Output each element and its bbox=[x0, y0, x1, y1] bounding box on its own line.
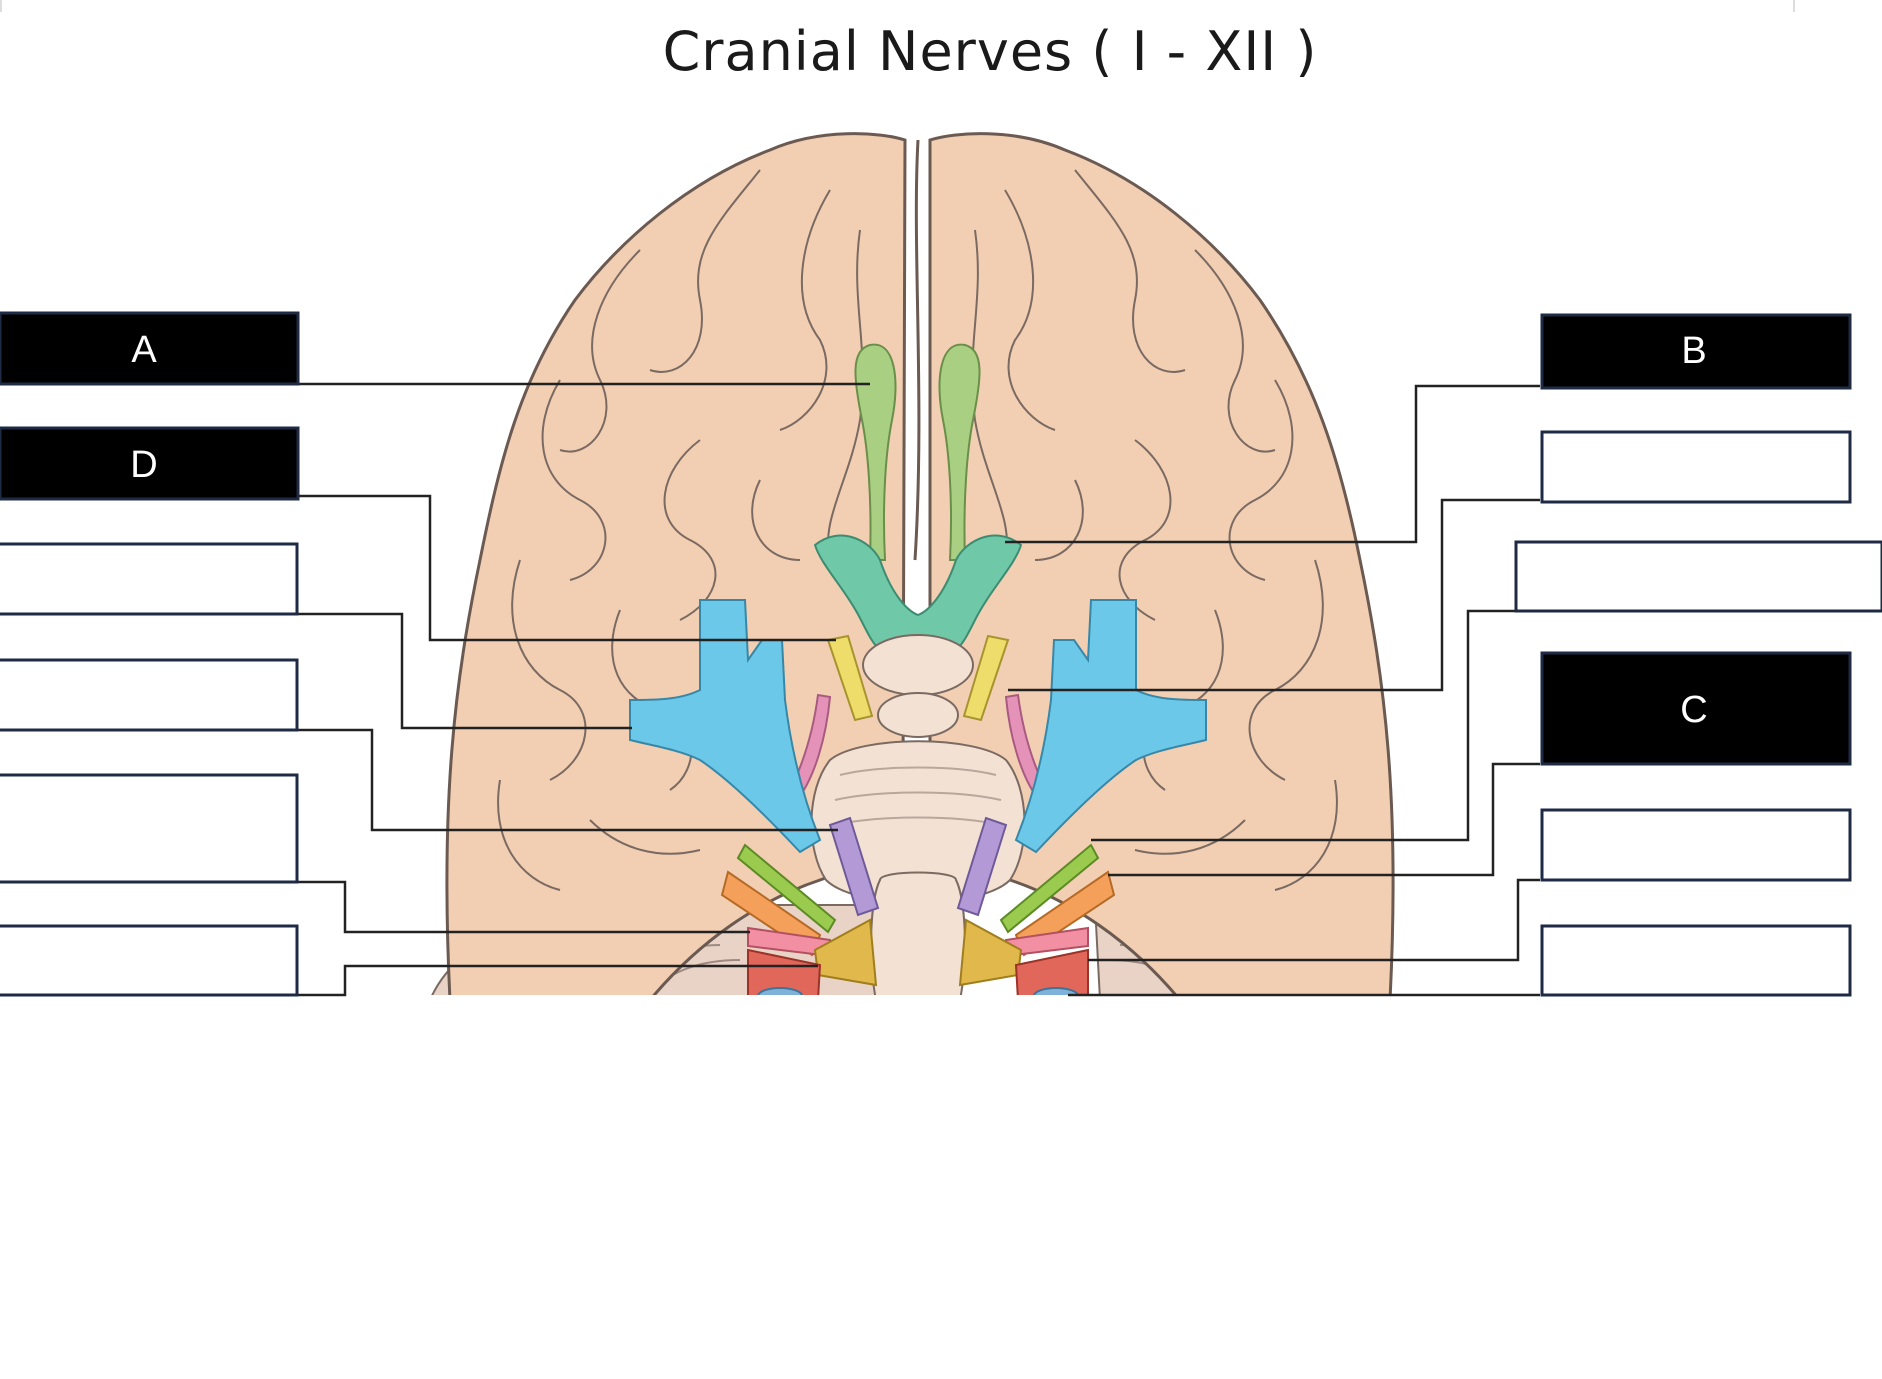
olfactory-nerve-right bbox=[938, 343, 981, 561]
leader-line-d bbox=[297, 494, 836, 642]
label-b-text: B bbox=[1681, 330, 1706, 372]
label-box-b[interactable] bbox=[1540, 313, 1852, 390]
oculomotor-nerve-left bbox=[826, 634, 874, 722]
label-box-blank[interactable] bbox=[0, 924, 299, 997]
medulla bbox=[870, 871, 966, 995]
label-box-blank[interactable] bbox=[0, 773, 299, 884]
leader-line-b bbox=[1005, 384, 1540, 544]
trigeminal-nerve-left bbox=[629, 599, 822, 854]
brain-illustration bbox=[431, 132, 1395, 995]
leader-line-right-2 bbox=[1008, 498, 1540, 692]
pituitary-stalk bbox=[862, 634, 974, 696]
hypoglossal-nerve-right bbox=[1033, 987, 1079, 995]
optic-chiasm bbox=[813, 534, 1023, 662]
olfactory-nerve-left bbox=[854, 343, 897, 561]
abducens-nerve-right bbox=[956, 816, 1008, 917]
leader-line-right-5 bbox=[1088, 878, 1540, 962]
label-c-text: C bbox=[1680, 689, 1707, 731]
label-box-blank[interactable] bbox=[1540, 430, 1852, 504]
label-box-d[interactable] bbox=[0, 426, 300, 501]
label-box-c[interactable] bbox=[1540, 651, 1852, 766]
accessory-nerve-right bbox=[1014, 948, 1089, 995]
leader-line-c bbox=[1108, 762, 1540, 877]
facial-nerve-right bbox=[999, 843, 1100, 934]
abducens-nerve-left bbox=[828, 816, 880, 917]
longitudinal-fissure bbox=[913, 139, 921, 561]
label-box-blank[interactable] bbox=[1540, 808, 1852, 882]
right-gyri bbox=[971, 169, 1338, 891]
trigeminal-nerve-right bbox=[1014, 599, 1207, 854]
label-d-text: D bbox=[130, 444, 157, 486]
page-corner-mark bbox=[1793, 0, 1795, 12]
label-box-a[interactable] bbox=[0, 311, 300, 386]
mammillary-body bbox=[877, 692, 959, 738]
accessory-nerve-left bbox=[747, 948, 822, 995]
oculomotor-nerve-right bbox=[962, 634, 1010, 722]
label-a-text: A bbox=[131, 329, 157, 371]
label-box-blank[interactable] bbox=[0, 658, 299, 732]
diagram-title: Cranial Nerves ( I - XII ) bbox=[662, 20, 1318, 83]
label-box-blank[interactable] bbox=[1540, 924, 1852, 997]
page-corner-mark bbox=[0, 0, 2, 12]
hypoglossal-nerve-left bbox=[757, 987, 803, 995]
label-box-blank[interactable] bbox=[1514, 540, 1882, 613]
label-box-blank[interactable] bbox=[0, 542, 299, 616]
facial-nerve-left bbox=[736, 843, 837, 934]
